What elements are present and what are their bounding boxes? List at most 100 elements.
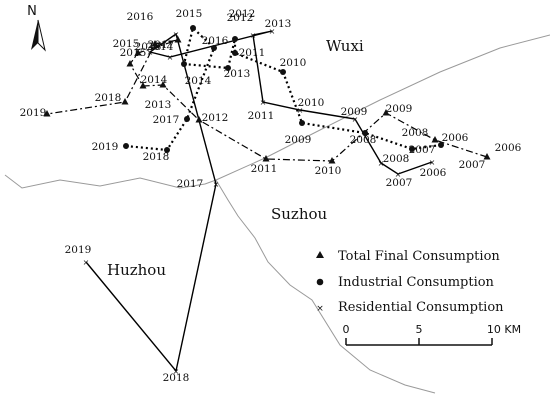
industrial-year-label-2006: 2006	[442, 132, 469, 144]
trajectory-markers: ××××××××××××××	[43, 25, 491, 376]
total-marker-2007	[431, 136, 439, 143]
total-marker-2014	[126, 60, 134, 67]
industrial-marker-2019	[123, 143, 129, 149]
industrial-year-label-2016: 2016	[202, 35, 229, 47]
legend-triangle-icon	[316, 251, 324, 258]
industrial-year-label-2019: 2019	[92, 141, 119, 153]
residential-marker-2008: ×	[378, 159, 385, 168]
residential-year-label-2012: 2012	[229, 8, 256, 20]
residential-marker-2018: ×	[173, 367, 180, 376]
total-marker-2012	[159, 81, 167, 88]
industrial-year-label-2014: 2014	[185, 75, 212, 87]
residential-marker-2019: ×	[83, 258, 90, 267]
industrial-marker-2010	[280, 69, 286, 75]
total-year-label-2015: 2015	[120, 47, 147, 59]
total-year-label-2006: 2006	[495, 142, 522, 154]
total-marker-2011	[195, 116, 203, 123]
total-marker-2013	[139, 82, 147, 89]
total-year-label-2012: 2012	[202, 112, 229, 124]
north-label: N	[27, 4, 37, 19]
residential-marker-2011: ×	[260, 98, 267, 107]
city-label-wuxi: Wuxi	[326, 37, 364, 55]
residential-year-label-2009: 2009	[341, 106, 368, 118]
total-year-label-2008: 2008	[402, 127, 429, 139]
total-marker-2017	[151, 40, 159, 47]
scale-label-5: 5	[416, 323, 423, 336]
industrial-year-label-2009: 2009	[285, 134, 312, 146]
total-consumption-path	[46, 39, 488, 162]
industrial-year-label-2012: 2012	[227, 12, 254, 24]
total-year-label-2016: 2016	[135, 41, 162, 53]
legend-industrial-label: Industrial Consumption	[338, 275, 495, 290]
total-marker-2009	[328, 157, 336, 164]
total-marker-2018	[121, 98, 129, 105]
residential-year-label-2018: 2018	[163, 372, 190, 384]
total-marker-2006	[483, 153, 491, 160]
total-year-label-2019: 2019	[20, 107, 47, 119]
city-label-huzhou: Huzhou	[107, 261, 166, 279]
residential-year-label-2013: 2013	[265, 18, 292, 30]
residential-marker-2007: ×	[395, 170, 402, 179]
legend-total-label: Total Final Consumption	[338, 249, 500, 264]
city-label-suzhou: Suzhou	[271, 205, 328, 223]
residential-year-label-2007: 2007	[386, 177, 413, 189]
legend-residential-label: Residential Consumption	[338, 300, 504, 315]
north-arrow-icon-light	[37, 19, 46, 52]
industrial-marker-2008	[362, 130, 368, 136]
industrial-consumption-path	[125, 25, 442, 152]
residential-year-label-2011: 2011	[248, 110, 275, 122]
industrial-marker-2013	[225, 65, 231, 71]
total-marker-2015	[134, 49, 142, 56]
residential-marker-2015: ×	[147, 48, 154, 57]
industrial-marker-2016	[211, 45, 217, 51]
residential-year-label-2014: 2014	[147, 41, 174, 53]
total-year-label-2018: 2018	[95, 92, 122, 104]
residential-consumption-path	[85, 30, 433, 373]
residential-marker-2017: ×	[213, 180, 220, 189]
industrial-marker-2012	[232, 36, 238, 42]
year-labels: 2006200720082009201020112012201320142015…	[20, 8, 522, 384]
residential-marker-2013: ×	[269, 27, 276, 36]
residential-year-label-2017: 2017	[177, 178, 204, 190]
residential-marker-2012: ×	[250, 31, 257, 40]
industrial-year-label-2007: 2007	[409, 144, 436, 156]
trajectories	[46, 25, 488, 373]
total-year-label-2007: 2007	[459, 159, 486, 171]
industrial-year-label-2013: 2013	[224, 68, 251, 80]
total-year-label-2014: 2014	[141, 74, 168, 86]
residential-marker-2010: ×	[297, 106, 304, 115]
total-marker-2016	[174, 36, 182, 43]
industrial-marker-2018	[164, 147, 170, 153]
legend: Total Final Consumption Industrial Consu…	[316, 249, 504, 315]
industrial-marker-2009	[299, 120, 305, 126]
total-marker-2008	[382, 109, 390, 116]
legend-dot-icon	[316, 278, 324, 286]
industrial-year-label-2015: 2015	[176, 8, 203, 20]
industrial-year-label-2017: 2017	[153, 114, 180, 126]
residential-year-label-2010: 2010	[298, 97, 325, 109]
scale-label-0: 0	[343, 323, 350, 336]
residential-year-label-2008: 2008	[383, 153, 410, 165]
industrial-marker-2006	[438, 142, 444, 148]
scale-bar	[345, 338, 493, 346]
industrial-marker-2015	[190, 25, 196, 31]
residential-marker-2014: ×	[167, 53, 174, 62]
north-arrow: N	[27, 4, 46, 52]
industrial-marker-2011	[232, 50, 238, 56]
residential-year-label-2019: 2019	[65, 244, 92, 256]
suzhou-huzhou-boundary	[4, 174, 217, 189]
total-marker-2019	[43, 110, 51, 117]
industrial-year-label-2018: 2018	[143, 151, 170, 163]
total-year-label-2010: 2010	[315, 165, 342, 177]
total-year-label-2009: 2009	[386, 103, 413, 115]
industrial-marker-2017	[184, 116, 190, 122]
industrial-year-label-2011: 2011	[239, 47, 266, 59]
residential-year-label-2006: 2006	[420, 167, 447, 179]
legend-cross-icon: ×	[316, 304, 324, 314]
total-year-label-2011: 2011	[251, 163, 278, 175]
industrial-marker-2007	[409, 146, 415, 152]
total-year-label-2017: 2017	[148, 39, 175, 51]
scale-label-10: 10 KM	[487, 323, 521, 336]
residential-year-label-2016: 2016	[127, 11, 154, 23]
